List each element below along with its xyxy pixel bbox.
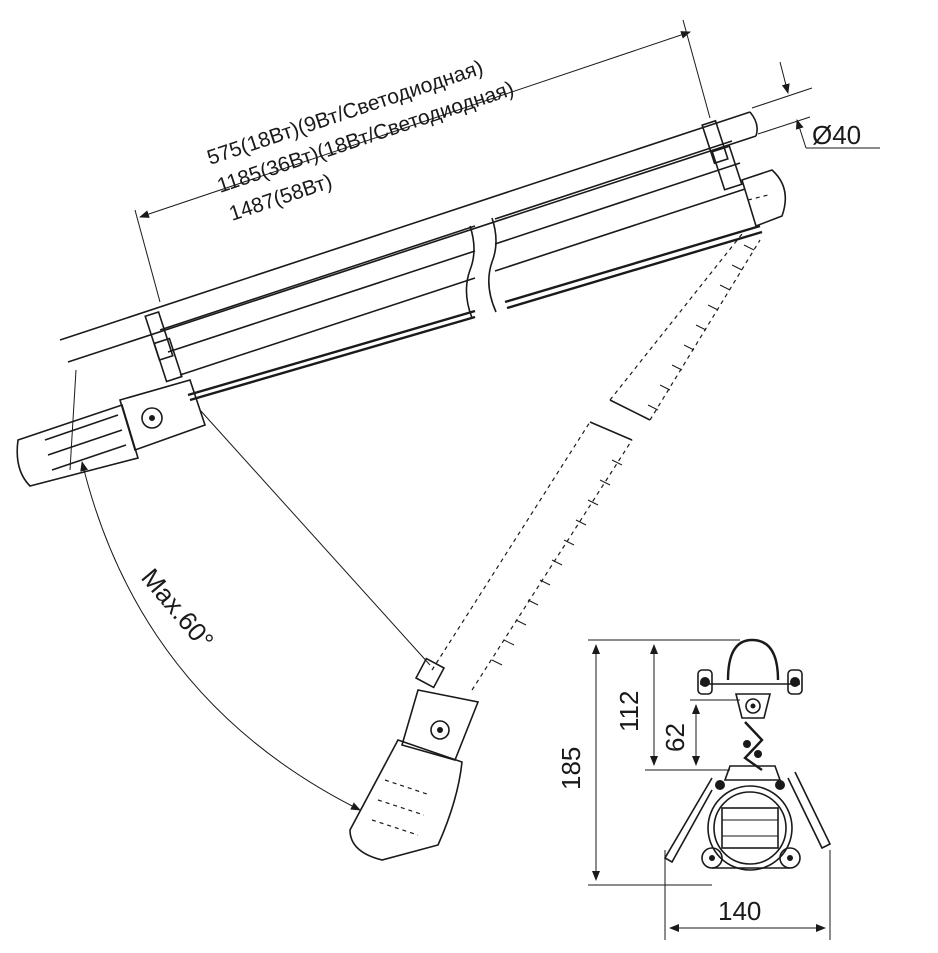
- tilted-hatch: [491, 244, 755, 666]
- height-hook-label: 62: [660, 723, 690, 752]
- side-view: 185 112 62 140: [556, 638, 832, 940]
- angle-label: Max.60°: [135, 563, 219, 656]
- height-total-label: 185: [556, 747, 586, 790]
- luminaire-tilted: [199, 233, 761, 861]
- angle-dimension: Max.60°: [69, 369, 361, 811]
- luminaire-main: [16, 111, 787, 487]
- height-upper-label: 112: [614, 691, 644, 732]
- length-dimension: 575(18Вт)(9Вт/Светодиодная) 1185(36Вт)(1…: [134, 19, 711, 303]
- diameter-dimension: Ø40: [751, 61, 880, 150]
- diameter-label: Ø40: [812, 120, 861, 150]
- width-label: 140: [718, 896, 761, 926]
